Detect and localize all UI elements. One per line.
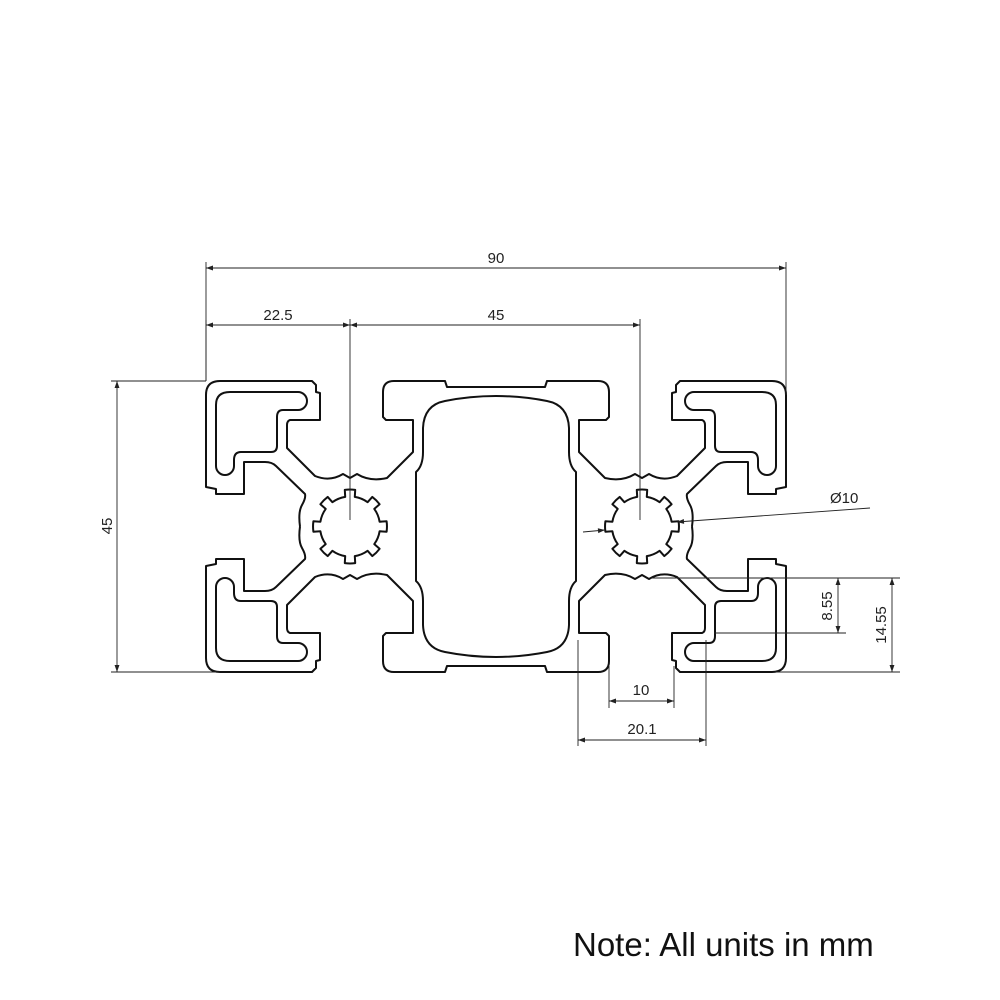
bore-right: [604, 488, 680, 565]
dim-label-22-5: 22.5: [263, 307, 292, 324]
dimension-bore-diameter: Ø10: [582, 490, 871, 534]
dim-label-20-1: 20.1: [627, 721, 656, 738]
dim-label-14-55: 14.55: [873, 606, 890, 644]
dim-label-diameter: Ø10: [830, 490, 858, 507]
dim-label-8-55: 8.55: [819, 591, 836, 620]
dimension-slot-width: 10 20.1: [577, 640, 707, 746]
dim-label-10: 10: [633, 682, 650, 699]
dimension-slot-depth: 8.55 14.55: [652, 577, 900, 673]
dim-label-45-width: 45: [488, 307, 505, 324]
dim-label-45-height: 45: [99, 518, 116, 535]
bore-left: [312, 488, 388, 565]
dimension-overall-width: 90: [205, 250, 787, 395]
profile-outline: [205, 380, 787, 673]
units-note: Note: All units in mm: [573, 926, 874, 963]
dim-label-90: 90: [488, 250, 505, 267]
dimension-overall-height: 45: [99, 380, 220, 673]
dimension-slot-pitch: 22.5 45: [205, 307, 641, 520]
